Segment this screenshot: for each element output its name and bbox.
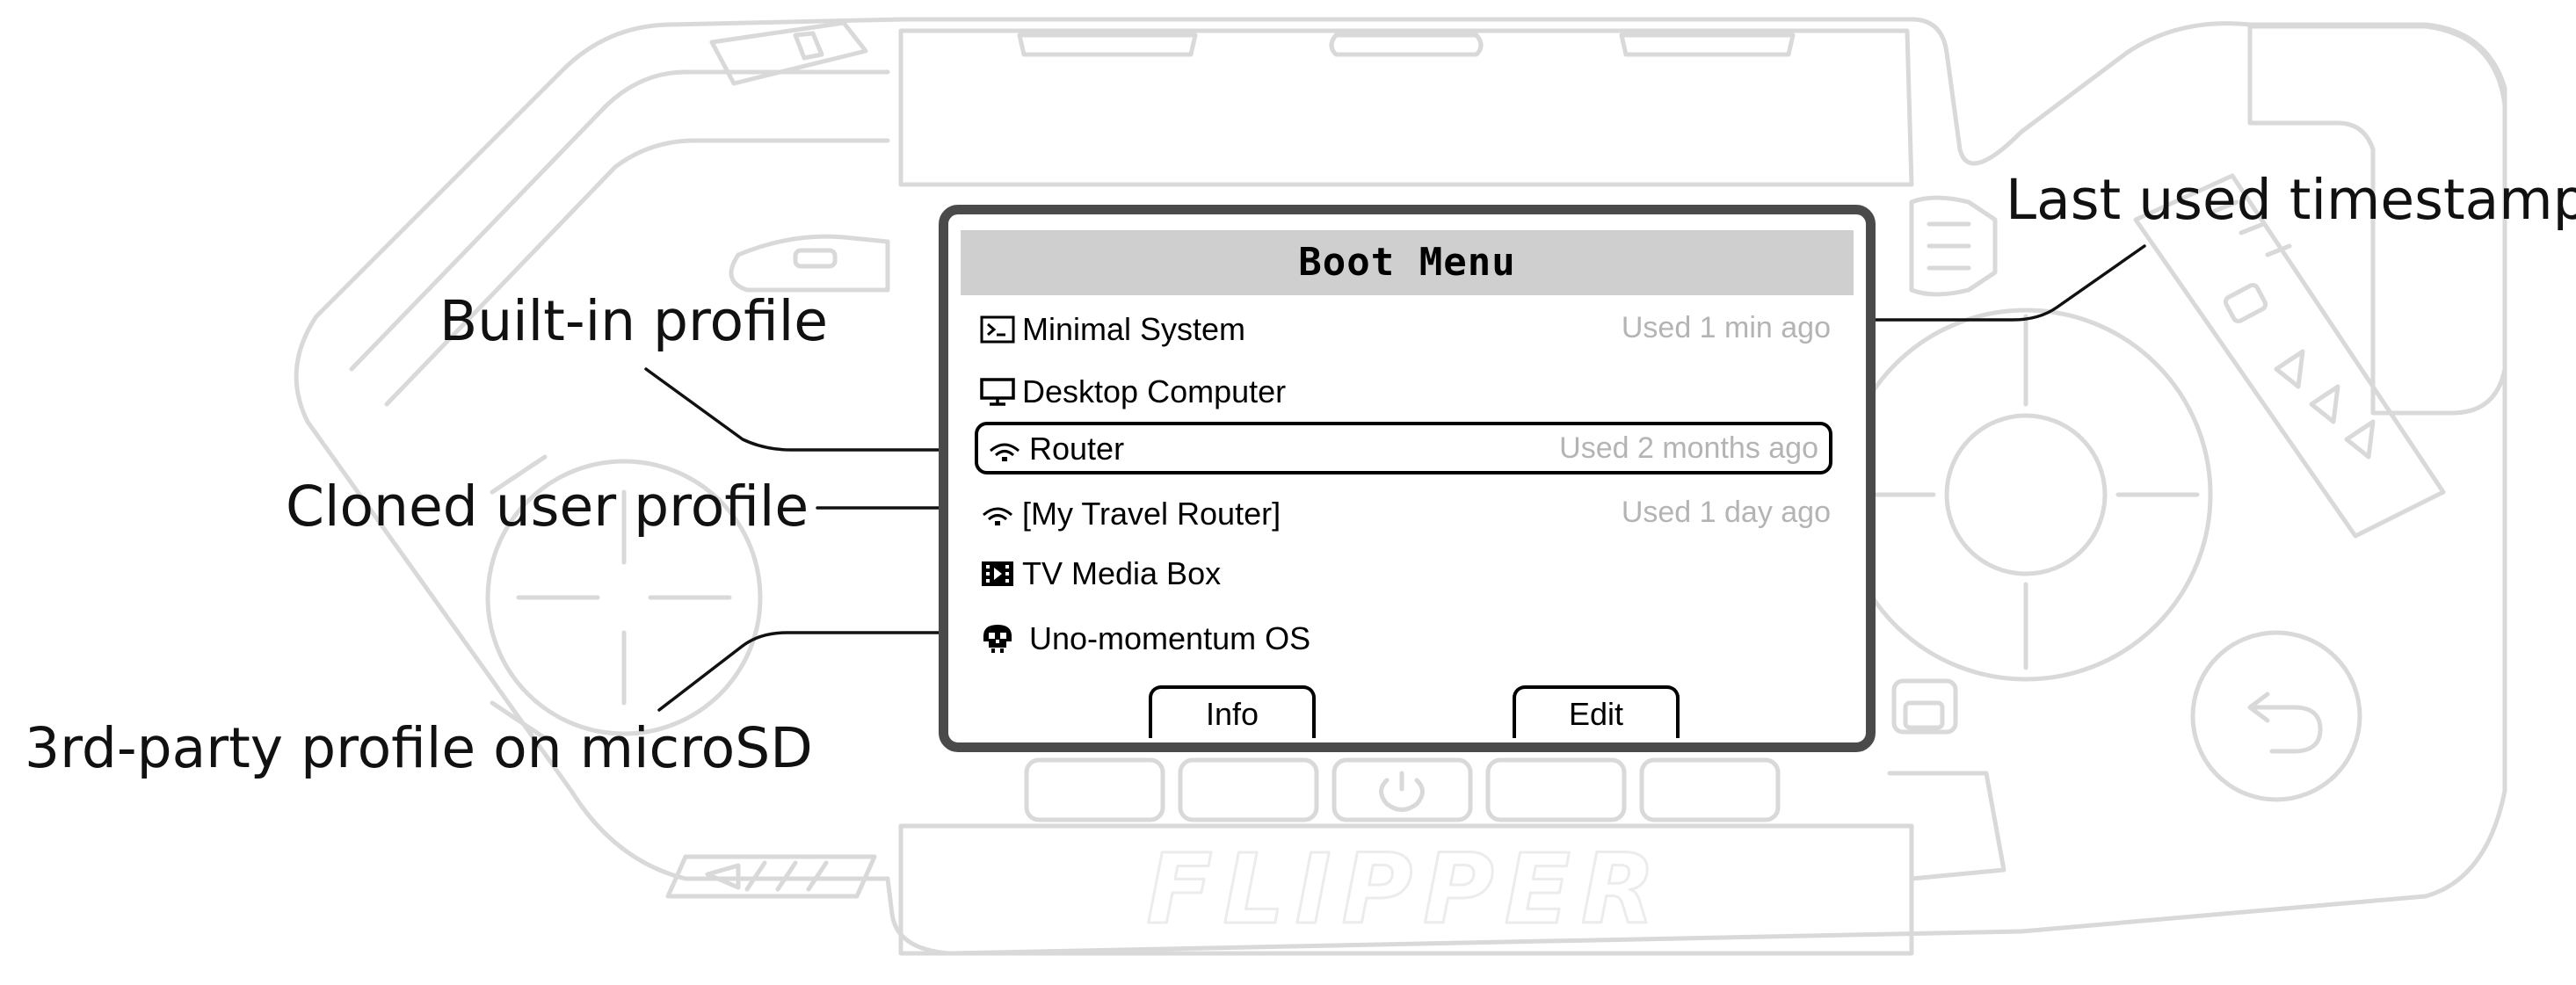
menu-item-timestamp: Used 2 months ago bbox=[1559, 431, 1818, 465]
wifi-icon bbox=[990, 443, 1020, 461]
menu-item-minimal-system[interactable]: Minimal System Used 1 min ago bbox=[980, 302, 1866, 355]
callout-last-used-timestamp: Last used timestamp bbox=[2006, 168, 2576, 232]
menu-item-desktop-computer[interactable]: Desktop Computer bbox=[980, 365, 1866, 417]
menu-item-label: Router bbox=[1029, 431, 1125, 467]
leader-timestamp bbox=[1822, 244, 2146, 322]
menu-item-label: Minimal System bbox=[1022, 311, 1246, 347]
callout-cloned-user-profile: Cloned user profile bbox=[286, 474, 809, 539]
callout-thirdparty-profile: 3rd-party profile on microSD bbox=[25, 716, 813, 780]
brand-wordmark: FLIPPER bbox=[1146, 833, 1665, 945]
screen-title: Boot Menu bbox=[961, 230, 1854, 295]
leader-thirdparty bbox=[657, 631, 973, 712]
terminal-icon bbox=[980, 315, 1015, 344]
menu-item-router[interactable]: Router Used 2 months ago bbox=[975, 422, 1832, 474]
monitor-icon bbox=[980, 378, 1015, 406]
menu-item-label: Desktop Computer bbox=[1022, 373, 1287, 409]
menu-item-label: TV Media Box bbox=[1022, 555, 1222, 591]
menu-item-label: [My Travel Router] bbox=[1022, 496, 1281, 532]
info-softkey-button[interactable]: Info bbox=[1149, 685, 1316, 738]
leader-builtin bbox=[644, 367, 973, 452]
edit-softkey-button[interactable]: Edit bbox=[1513, 685, 1680, 738]
menu-item-label: Uno-momentum OS bbox=[1029, 620, 1311, 656]
film-icon bbox=[982, 561, 1013, 586]
menu-item-tv-media-box[interactable]: TV Media Box bbox=[980, 547, 1866, 599]
callout-builtin-profile: Built-in profile bbox=[439, 289, 829, 353]
menu-item-my-travel-router[interactable]: [My Travel Router] Used 1 day ago bbox=[980, 487, 1866, 540]
menu-item-timestamp: Used 1 day ago bbox=[1621, 496, 1831, 529]
device-screen: Boot Menu Minimal System Used 1 min ago … bbox=[939, 205, 1876, 752]
skull-icon bbox=[983, 625, 1012, 653]
wifi-icon bbox=[983, 507, 1012, 525]
menu-item-uno-momentum-os[interactable]: Uno-momentum OS bbox=[980, 612, 1866, 664]
menu-item-timestamp: Used 1 min ago bbox=[1621, 311, 1831, 344]
